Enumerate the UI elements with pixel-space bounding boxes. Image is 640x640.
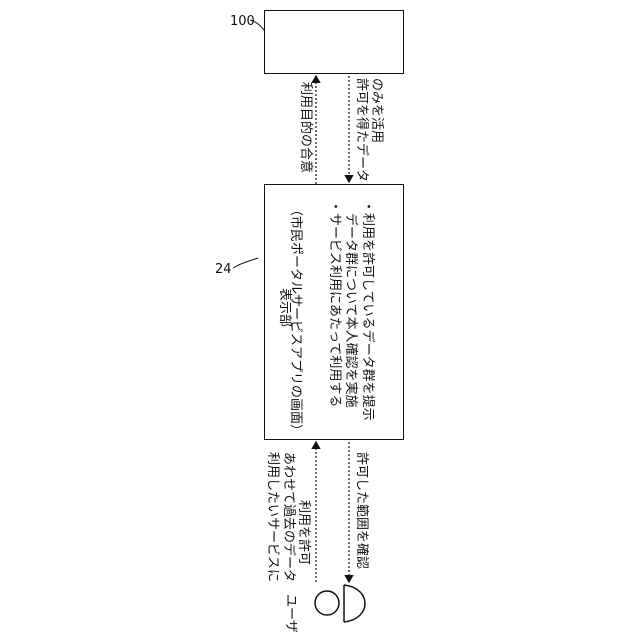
server-box <box>264 10 404 74</box>
user-person-icon <box>315 585 365 622</box>
label-server-to-display-line1: 許可を得たデータ <box>354 78 369 182</box>
label-display-to-user: 許可した範囲を確認 <box>354 452 369 569</box>
display-subtitle: （市民ポータルサービスアプリの画面） <box>288 203 303 437</box>
server-ref-label: 100 <box>230 14 255 29</box>
display-ref-label: 24 <box>215 262 232 277</box>
display-bullet2: ・利用を許可しているデータ群を提示 <box>360 200 375 421</box>
label-user-to-display-line3: 利用を許可 <box>296 500 311 565</box>
display-bullet1-line1: ・サービス利用にあたって利用する <box>327 200 342 407</box>
user-label: ユーザ <box>283 594 298 633</box>
label-server-to-display-line2: のみを活用 <box>369 78 384 143</box>
label-user-to-display-line2: あわせて過去のデータ <box>281 452 296 582</box>
ref-24-leader <box>233 258 258 268</box>
label-display-to-server: 利用目的の合意 <box>298 82 313 173</box>
display-bullet1-line2: データ群について本人確認を実施 <box>343 200 358 408</box>
label-user-to-display-line1: 利用したいサービスに <box>265 452 280 582</box>
